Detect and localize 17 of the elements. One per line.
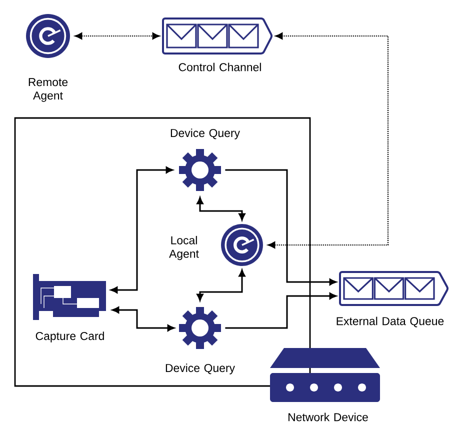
arrow [110, 166, 173, 294]
arrow [225, 169, 336, 286]
arrow [196, 197, 246, 220]
system-boundary [14, 117, 311, 387]
arrow [196, 270, 246, 301]
arrow [225, 292, 336, 329]
node-label: Device Query [170, 128, 240, 140]
node-label: Capture Card [36, 332, 104, 342]
node-label: External Data Queue [336, 316, 444, 328]
node-label: Remote Agent [28, 78, 68, 102]
arrow [268, 32, 389, 248]
arrow [112, 306, 174, 332]
arrow [74, 32, 160, 40]
node-label: Network Device [288, 412, 368, 422]
node-label: Control Channel [178, 62, 261, 72]
node-label: Device Query [166, 364, 235, 374]
node-label: Local Agent [169, 236, 199, 260]
